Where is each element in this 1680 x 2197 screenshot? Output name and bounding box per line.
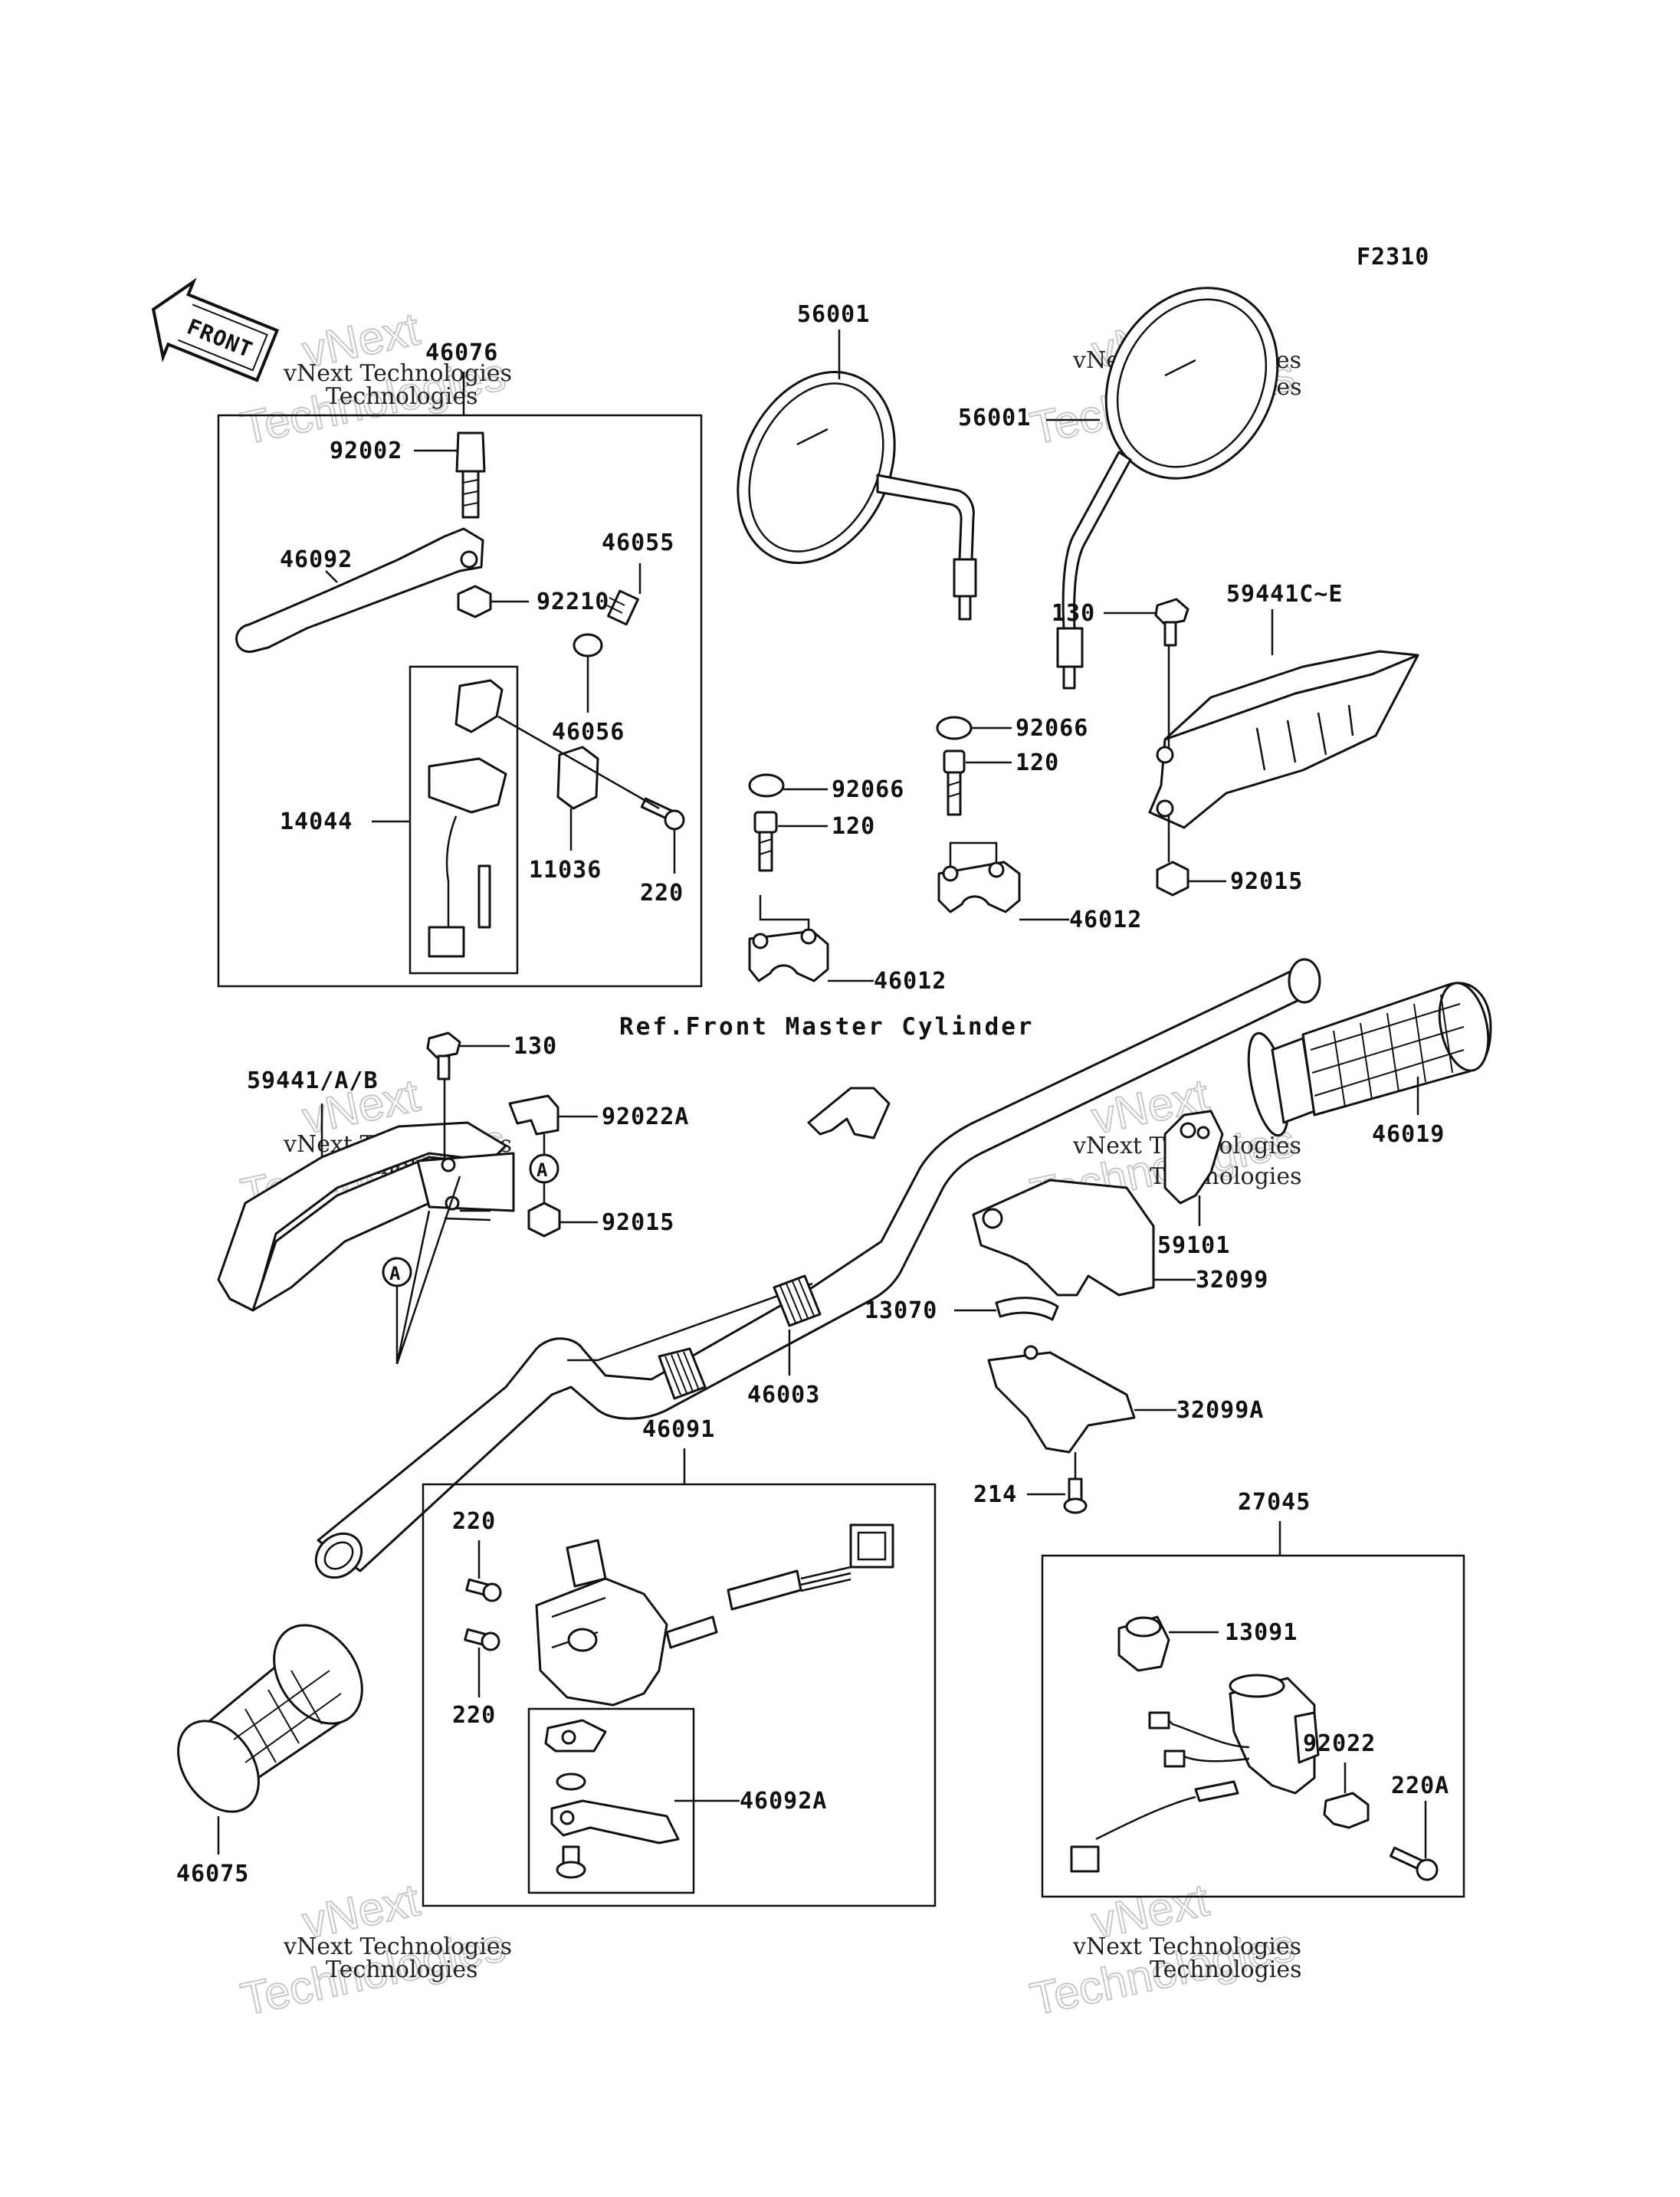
svg-text:A: A bbox=[536, 1159, 548, 1181]
callout-92066-left: 92066 bbox=[832, 776, 904, 803]
bolt-130-left bbox=[426, 1031, 461, 1080]
callout-220-lower: 220 bbox=[452, 1702, 496, 1729]
lever-assembly-box bbox=[217, 414, 703, 988]
callout-92066-right: 92066 bbox=[1016, 715, 1088, 742]
switch-body bbox=[428, 757, 507, 814]
callout-92002: 92002 bbox=[330, 438, 402, 464]
callout-92022: 92022 bbox=[1303, 1730, 1376, 1757]
hand-guard-59441c-e bbox=[1148, 650, 1419, 829]
master-cylinder-clamp bbox=[807, 1087, 891, 1139]
svg-text:vNext Technologies: vNext Technologies bbox=[283, 360, 512, 387]
grip-46019 bbox=[1247, 982, 1492, 1137]
callout-56001-left: 56001 bbox=[797, 301, 870, 328]
nut-46056 bbox=[573, 633, 603, 657]
callout-11036: 11036 bbox=[529, 857, 602, 884]
callout-120-right: 120 bbox=[1016, 749, 1059, 776]
marker-a-lower: A bbox=[382, 1176, 461, 1365]
switch-housing-46091 bbox=[535, 1523, 894, 1707]
callout-46012-right: 46012 bbox=[1069, 907, 1142, 933]
reference-note: Ref.Front Master Cylinder bbox=[619, 1013, 1035, 1041]
callout-92210: 92210 bbox=[536, 589, 609, 615]
callout-46056: 46056 bbox=[552, 719, 625, 746]
callout-46019: 46019 bbox=[1372, 1121, 1445, 1148]
callout-220a: 220A bbox=[1391, 1772, 1449, 1799]
spacer-13070 bbox=[995, 1297, 1059, 1321]
mirror-left-56001 bbox=[737, 371, 977, 621]
callout-46092a: 46092A bbox=[740, 1788, 827, 1815]
svg-text:Technologies: Technologies bbox=[326, 383, 478, 410]
callout-130-left: 130 bbox=[514, 1033, 557, 1060]
clamp-11036 bbox=[556, 746, 599, 810]
washer-92066-right bbox=[936, 716, 973, 740]
svg-text:vNext Technologies: vNext Technologies bbox=[1072, 1933, 1301, 1960]
bolt-120-left bbox=[753, 811, 778, 872]
svg-text:vNext Technologies: vNext Technologies bbox=[283, 1933, 512, 1960]
mirror-right-56001 bbox=[1056, 287, 1279, 690]
callout-46092: 46092 bbox=[280, 546, 353, 573]
callout-220-lever: 220 bbox=[640, 880, 684, 907]
callout-46055: 46055 bbox=[602, 530, 674, 556]
marker-a-upper: A bbox=[529, 1134, 559, 1203]
switch-assembly-box bbox=[422, 1483, 937, 1907]
figure-code: F2310 bbox=[1357, 244, 1429, 271]
callout-46012-left: 46012 bbox=[874, 968, 947, 995]
callout-13070: 13070 bbox=[865, 1297, 937, 1324]
svg-text:Technologies: Technologies bbox=[1150, 1956, 1302, 1983]
switch-subassembly-box bbox=[409, 665, 519, 975]
nut-92015-right bbox=[1156, 861, 1189, 897]
callout-59441c-e: 59441C~E bbox=[1226, 581, 1344, 608]
callout-92022a: 92022A bbox=[602, 1103, 689, 1130]
callout-46091: 46091 bbox=[642, 1416, 715, 1443]
bolt-120-right bbox=[943, 749, 966, 816]
grip-46075 bbox=[177, 1624, 363, 1813]
svg-text:A: A bbox=[389, 1263, 401, 1284]
callout-56001-right: 56001 bbox=[958, 405, 1031, 431]
handlebar-46003 bbox=[314, 958, 1321, 1579]
hand-guard-59441-a-b bbox=[217, 1121, 515, 1312]
adjuster-92002 bbox=[455, 431, 486, 519]
callout-130-right: 130 bbox=[1052, 600, 1095, 627]
clip-92022 bbox=[1323, 1792, 1370, 1829]
watermark-bottom-left: vNext Technologies vNext Technologies Te… bbox=[236, 1873, 512, 2025]
holder-14044 bbox=[454, 679, 504, 733]
housing-32099a bbox=[987, 1345, 1136, 1454]
kill-switch-27045 bbox=[1070, 1674, 1320, 1873]
callout-59441-a-b: 59441/A/B bbox=[247, 1067, 379, 1094]
cam-59101 bbox=[1163, 1110, 1224, 1205]
housing-32099 bbox=[972, 1179, 1155, 1297]
front-arrow-icon: FRONT bbox=[151, 277, 280, 382]
kill-switch-box bbox=[1041, 1554, 1465, 1898]
watermark-top-left: vNext Technologies vNext Technologies Te… bbox=[236, 302, 512, 454]
clip-92022a bbox=[508, 1094, 559, 1136]
callout-46003: 46003 bbox=[747, 1382, 820, 1408]
callout-214: 214 bbox=[973, 1481, 1017, 1508]
screw-220a bbox=[1390, 1846, 1439, 1881]
clutch-lever-46092 bbox=[235, 527, 484, 653]
callout-32099a: 32099A bbox=[1176, 1397, 1264, 1424]
choke-lever-46092a bbox=[544, 1719, 680, 1879]
screw-220-lower bbox=[464, 1628, 500, 1651]
callout-220-upper: 220 bbox=[452, 1508, 496, 1535]
callout-46076: 46076 bbox=[425, 339, 498, 366]
svg-text:Technologies: Technologies bbox=[326, 1956, 478, 1983]
callout-120-left: 120 bbox=[832, 813, 875, 840]
bolt-130-right bbox=[1154, 598, 1189, 647]
clamp-13091 bbox=[1117, 1615, 1170, 1672]
bolt-46055 bbox=[606, 589, 639, 626]
callout-59101: 59101 bbox=[1157, 1232, 1230, 1259]
screw-220-upper bbox=[465, 1578, 502, 1602]
callout-46075: 46075 bbox=[176, 1861, 249, 1887]
callout-92015-right: 92015 bbox=[1230, 868, 1303, 895]
callout-14044: 14044 bbox=[280, 808, 353, 835]
callout-13091: 13091 bbox=[1225, 1619, 1298, 1646]
callout-32099: 32099 bbox=[1196, 1267, 1268, 1294]
callout-92015-left: 92015 bbox=[602, 1209, 674, 1236]
nut-92210 bbox=[457, 585, 492, 618]
nut-92015-left bbox=[527, 1202, 561, 1238]
screw-214 bbox=[1063, 1477, 1088, 1514]
callout-27045: 27045 bbox=[1238, 1489, 1311, 1516]
washer-92066-left bbox=[748, 773, 785, 798]
